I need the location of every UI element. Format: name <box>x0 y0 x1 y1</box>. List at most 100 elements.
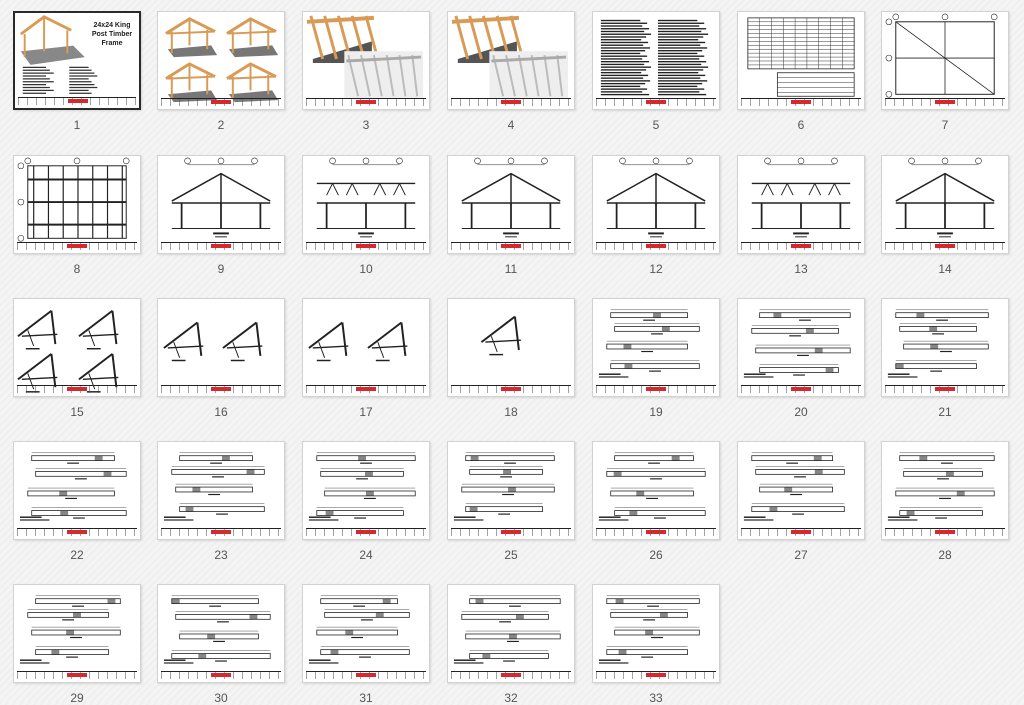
title-block <box>885 242 1005 250</box>
title-block <box>306 385 426 393</box>
title-block <box>596 528 716 536</box>
title-block <box>885 98 1005 106</box>
page-number-label: 8 <box>73 262 81 276</box>
timber-frame-logo <box>356 100 377 104</box>
page-thumbnail-4[interactable] <box>447 11 575 110</box>
title-block <box>885 528 1005 536</box>
timber-frame-logo <box>935 244 956 248</box>
title-block <box>161 528 281 536</box>
page-number-label: 23 <box>214 548 228 562</box>
page-number-label: 17 <box>359 405 373 419</box>
timber-frame-logo <box>67 244 88 248</box>
page-thumbnail-23[interactable] <box>157 441 285 540</box>
timber-frame-logo <box>646 244 667 248</box>
timber-frame-logo <box>501 387 522 391</box>
title-block <box>306 528 426 536</box>
cover-title-line3: Frame <box>101 40 123 47</box>
page-thumbnail-12[interactable] <box>592 155 720 254</box>
page-thumbnail-2[interactable] <box>157 11 285 110</box>
timber-frame-logo <box>791 530 812 534</box>
page-number-label: 27 <box>794 548 808 562</box>
timber-frame-logo <box>646 387 667 391</box>
page-thumbnail-32[interactable] <box>447 584 575 683</box>
page-thumbnail-27[interactable] <box>737 441 865 540</box>
page-thumbnail-11[interactable] <box>447 155 575 254</box>
page-thumbnail-22[interactable] <box>13 441 141 540</box>
title-block <box>161 242 281 250</box>
page-thumbnail-8[interactable] <box>13 155 141 254</box>
cover-title-line2: Post Timber <box>91 31 133 38</box>
page-number-label: 18 <box>504 405 518 419</box>
page-thumbnail-30[interactable] <box>157 584 285 683</box>
page-thumbnail-26[interactable] <box>592 441 720 540</box>
page-thumbnail-25[interactable] <box>447 441 575 540</box>
page-number-label: 21 <box>938 405 952 419</box>
page-thumbnail-33[interactable] <box>592 584 720 683</box>
page-thumbnail-6[interactable] <box>737 11 865 110</box>
page-number-label: 2 <box>217 118 225 132</box>
page-number-label: 7 <box>941 118 949 132</box>
page-number-label: 28 <box>938 548 952 562</box>
page-number-label: 9 <box>217 262 225 276</box>
title-block <box>161 98 281 106</box>
title-block <box>451 98 571 106</box>
page-thumbnail-20[interactable] <box>737 298 865 397</box>
page-number-label: 33 <box>649 691 663 705</box>
title-block <box>17 528 137 536</box>
page-thumbnail-28[interactable] <box>881 441 1009 540</box>
title-block <box>451 528 571 536</box>
page-thumbnail-3[interactable] <box>302 11 430 110</box>
page-number-label: 26 <box>649 548 663 562</box>
page-thumbnail-14[interactable] <box>881 155 1009 254</box>
page-number-label: 22 <box>70 548 84 562</box>
title-block <box>18 97 136 105</box>
page-number-label: 14 <box>938 262 952 276</box>
page-number-label: 13 <box>794 262 808 276</box>
page-thumbnail-5[interactable] <box>592 11 720 110</box>
page-thumbnail-19[interactable] <box>592 298 720 397</box>
timber-frame-logo <box>356 244 377 248</box>
timber-frame-logo <box>211 387 232 391</box>
page-thumbnail-10[interactable] <box>302 155 430 254</box>
timber-frame-logo <box>67 673 88 677</box>
page-number-label: 6 <box>797 118 805 132</box>
page-thumbnail-9[interactable] <box>157 155 285 254</box>
title-block <box>306 98 426 106</box>
timber-frame-logo <box>356 530 377 534</box>
page-thumbnail-13[interactable] <box>737 155 865 254</box>
title-block <box>596 242 716 250</box>
page-number-label: 11 <box>504 262 518 276</box>
page-number-label: 31 <box>359 691 373 705</box>
page-thumbnail-21[interactable] <box>881 298 1009 397</box>
timber-frame-logo <box>501 673 522 677</box>
title-block <box>17 671 137 679</box>
page-thumbnail-16[interactable] <box>157 298 285 397</box>
page-thumbnail-18[interactable] <box>447 298 575 397</box>
page-thumbnail-31[interactable] <box>302 584 430 683</box>
title-block <box>17 385 137 393</box>
title-block <box>596 98 716 106</box>
timber-frame-logo <box>791 387 812 391</box>
page-number-label: 25 <box>504 548 518 562</box>
title-block <box>596 671 716 679</box>
timber-frame-logo <box>501 100 522 104</box>
page-thumbnail-15[interactable] <box>13 298 141 397</box>
timber-frame-logo <box>791 244 812 248</box>
title-block <box>451 242 571 250</box>
page-number-label: 16 <box>214 405 228 419</box>
page-thumbnail-24[interactable] <box>302 441 430 540</box>
page-number-label: 24 <box>359 548 373 562</box>
page-thumbnail-17[interactable] <box>302 298 430 397</box>
timber-frame-logo <box>791 100 812 104</box>
page-thumbnail-29[interactable] <box>13 584 141 683</box>
page-number-label: 4 <box>507 118 515 132</box>
timber-frame-logo <box>211 100 232 104</box>
page-thumbnail-7[interactable] <box>881 11 1009 110</box>
page-number-label: 20 <box>794 405 808 419</box>
title-block <box>741 242 861 250</box>
title-block <box>451 385 571 393</box>
timber-frame-logo <box>356 673 377 677</box>
page-number-label: 15 <box>70 405 84 419</box>
